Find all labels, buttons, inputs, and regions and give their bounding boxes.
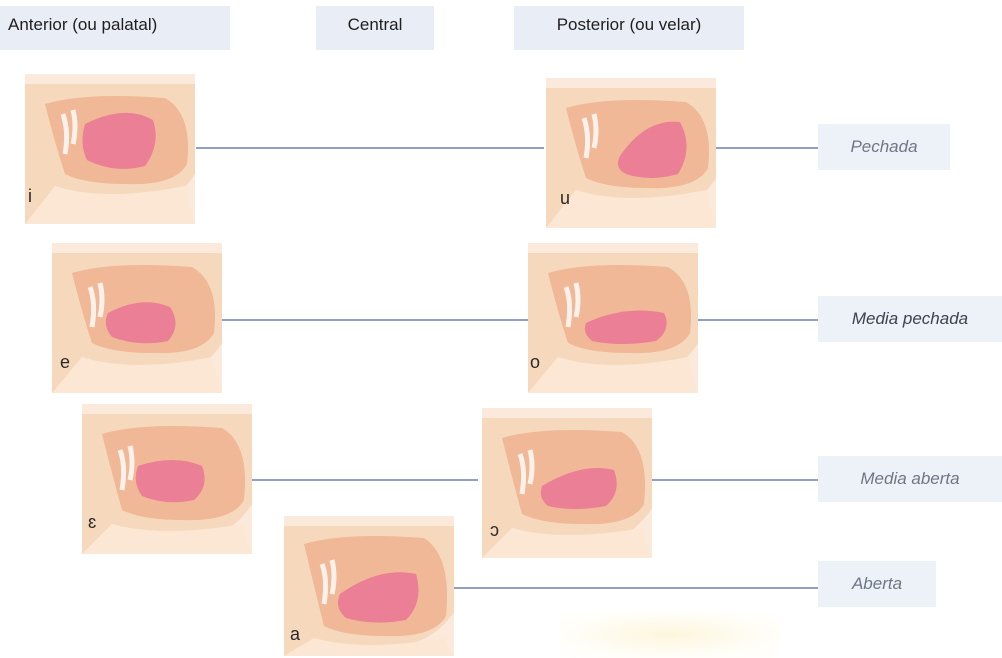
header-anterior-label: Anterior (ou palatal) — [8, 15, 157, 35]
height-label-closed: Pechada — [818, 124, 950, 170]
mouth-profile-icon — [546, 78, 716, 228]
vowel-profile-open-e — [82, 404, 252, 554]
header-anterior: Anterior (ou palatal) — [0, 0, 230, 50]
vowel-letter-a: a — [290, 624, 300, 645]
vowel-profile-o — [528, 243, 698, 393]
connector-line-midopen-front — [250, 479, 478, 481]
height-label-open: Aberta — [818, 561, 936, 607]
header-central: Central — [316, 0, 434, 50]
connector-line-open — [452, 587, 820, 589]
vowel-letter-e: e — [60, 352, 70, 373]
connector-line-closed-back — [716, 147, 820, 149]
vowel-letter-u: u — [560, 188, 570, 209]
mouth-profile-icon — [82, 404, 252, 554]
connector-line-closed-front — [196, 147, 544, 149]
height-label-mid-open: Media aberta — [818, 456, 1002, 502]
mouth-profile-icon — [52, 243, 222, 393]
mouth-profile-icon — [25, 74, 195, 224]
decorative-highlight — [560, 612, 780, 658]
height-label-mid-closed: Media pechada — [818, 296, 1002, 342]
vowel-letter-open-o: ɔ — [490, 520, 499, 541]
connector-line-midclosed-back — [684, 319, 820, 321]
vowel-letter-i: i — [28, 186, 32, 207]
header-posterior-label: Posterior (ou velar) — [557, 15, 702, 35]
vowel-letter-o: o — [530, 352, 540, 373]
vowel-profile-a — [284, 516, 454, 656]
connector-line-midopen-back — [652, 479, 820, 481]
vowel-profile-i — [25, 74, 195, 224]
vowel-profile-u — [546, 78, 716, 228]
vowel-profile-open-o — [482, 408, 652, 558]
header-central-label: Central — [348, 15, 403, 35]
mouth-profile-icon — [528, 243, 698, 393]
header-posterior: Posterior (ou velar) — [514, 0, 744, 50]
vowel-letter-open-e: ɛ — [88, 512, 96, 533]
mouth-profile-icon — [284, 516, 454, 656]
connector-line-midclosed-front — [222, 319, 544, 321]
mouth-profile-icon — [482, 408, 652, 558]
vowel-profile-e — [52, 243, 222, 393]
